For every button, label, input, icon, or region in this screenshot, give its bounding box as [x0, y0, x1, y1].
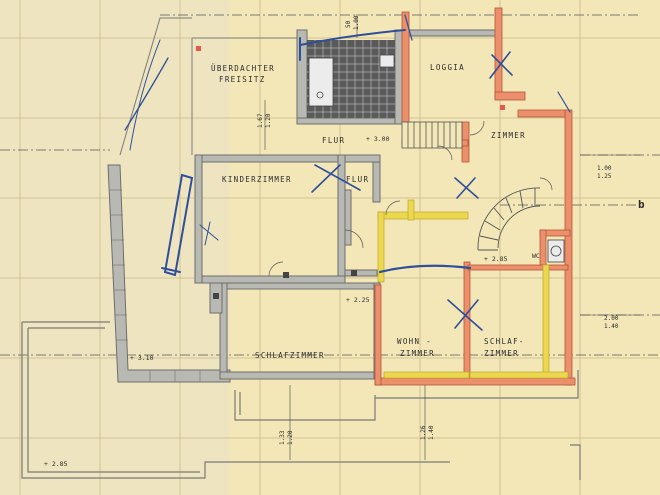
dim-bottom-left-b: 1.20: [287, 430, 294, 445]
label-kinderzimmer: KINDERZIMMER: [222, 175, 292, 184]
dim-bottom-left-a: 1.33: [279, 430, 286, 445]
label-wc: WC: [532, 252, 540, 260]
label-zimmer: ZIMMER: [491, 131, 526, 140]
door-swings: [268, 120, 553, 277]
label-freisitz-line2: FREISITZ: [219, 75, 266, 84]
level-labels: + 3.00 + 2.85 + 2.25 + 3.10 + 2.85: [44, 135, 508, 468]
level-flur: + 3.00: [366, 135, 390, 143]
bathroom-tiles: [307, 40, 395, 118]
dim-top-b: 1.00: [353, 15, 360, 30]
dim-freisitz-b: 1.20: [265, 113, 272, 128]
dim-right-upper-a: 1.00: [597, 165, 612, 172]
dimension-texts: 50 1.00 1.67 1.20 1.00 1.25 2.00 1.40 1.…: [257, 15, 619, 445]
label-wohnzimmer-line1: WOHN -: [397, 337, 432, 346]
label-schlafzimmer-right-line2: ZIMMER: [484, 349, 519, 358]
label-schlafzimmer-left: SCHLAFZIMMER: [255, 351, 325, 360]
dim-freisitz-a: 1.67: [257, 113, 264, 128]
spiral-staircase: [477, 187, 541, 251]
dim-right-upper-b: 1.25: [597, 173, 612, 180]
upper-staircase: [401, 121, 463, 149]
dim-right-lower-b: 1.40: [604, 323, 619, 330]
label-flur-upper: FLUR: [322, 136, 345, 145]
label-freisitz-line1: ÜBERDACHTER: [211, 64, 275, 73]
dimension-lines: [264, 14, 640, 460]
dim-bottom-mid-b: 1.40: [428, 425, 435, 440]
level-middle: + 2.25: [346, 296, 370, 304]
label-loggia: LOGGIA: [430, 63, 465, 72]
label-schlafzimmer-right-line1: SCHLAF-: [484, 337, 525, 346]
level-terrace: + 3.10: [130, 354, 154, 362]
existing-walls: [194, 29, 498, 380]
label-wohnzimmer-line2: ZIMMER: [400, 349, 435, 358]
section-marker: b: [638, 198, 645, 211]
level-bottom-left: + 2.85: [44, 460, 68, 468]
dim-top-a: 50: [345, 20, 352, 28]
pen-markings: [124, 14, 571, 331]
room-labels: ÜBERDACHTER FREISITZ LOGGIA ZIMMER FLUR …: [211, 63, 540, 360]
terrace-outline: [21, 321, 581, 480]
wc-fixtures: [547, 239, 565, 263]
level-stair: + 2.85: [484, 255, 508, 263]
section-marker-label: b: [638, 198, 645, 211]
dim-bottom-mid-a: 1.26: [420, 425, 427, 440]
new-walls-yellow: [377, 199, 569, 379]
small-markers: [196, 46, 505, 299]
terrace-balustrade: [107, 164, 231, 383]
label-flur-lower: FLUR: [346, 175, 369, 184]
dim-right-lower-a: 2.00: [604, 315, 619, 322]
